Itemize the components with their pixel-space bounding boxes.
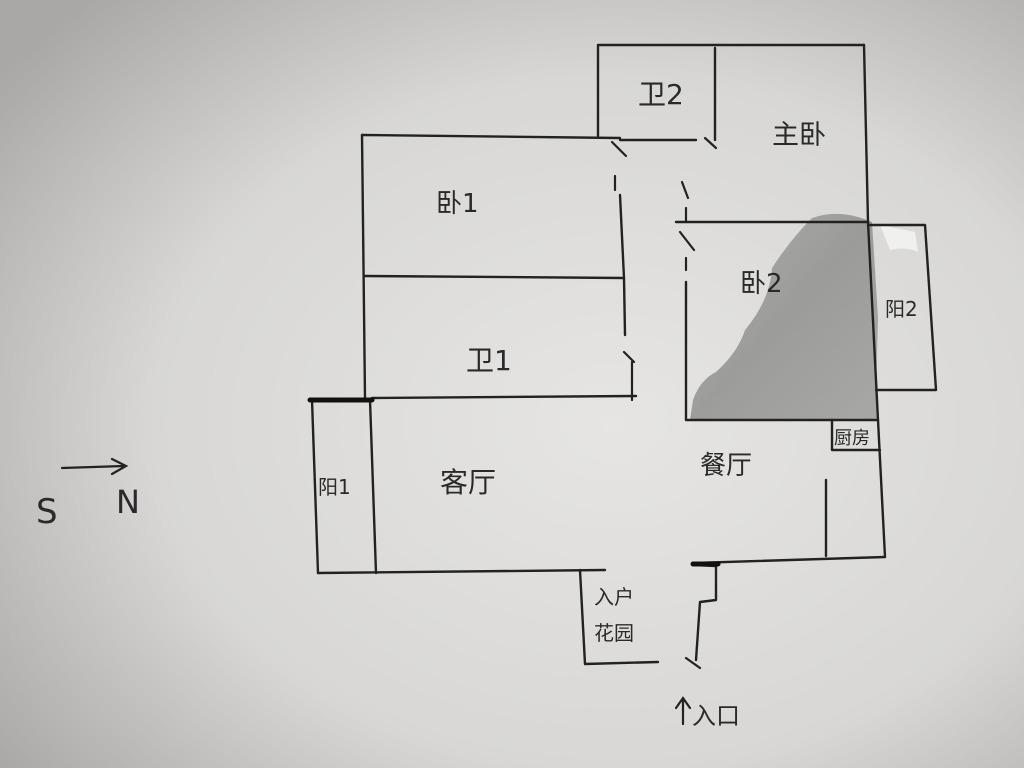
compass: S N [36, 457, 140, 532]
door-bathroom-1 [622, 350, 636, 402]
wall-entry-garden [578, 568, 660, 666]
wall-left-outer [360, 133, 367, 400]
door-master [680, 180, 690, 224]
compass-south: S [36, 492, 58, 532]
entrance-label: 入口 [692, 702, 740, 730]
label-bathroom-1: 卫1 [466, 344, 512, 377]
door-bedroom-2 [678, 230, 696, 272]
label-balcony-1: 阳1 [318, 475, 351, 499]
label-entry-garden-2: 花园 [594, 621, 634, 645]
label-bathroom-2: 卫2 [638, 78, 684, 111]
label-bedroom-2: 卧2 [740, 269, 783, 299]
paper-tear-white [880, 225, 918, 252]
label-bedroom-1: 卧1 [436, 189, 479, 219]
label-dining-room: 餐厅 [700, 451, 752, 481]
wall-bottom-right [693, 555, 887, 565]
door-bathroom-2 [703, 136, 718, 150]
wall-kitchen [830, 418, 887, 559]
door-entrance [684, 656, 702, 670]
north-arrow-icon [60, 457, 129, 476]
label-balcony-2: 阳2 [885, 297, 918, 321]
label-master-bedroom: 主卧 [772, 120, 826, 151]
compass-north: N [116, 483, 140, 521]
door-bedroom-1 [610, 140, 628, 192]
label-living-room: 客厅 [440, 466, 496, 499]
wall-bedroom-1-right [618, 193, 627, 337]
wall-bathroom-1-bottom [370, 394, 638, 400]
label-entry-garden-1: 入户 [594, 585, 634, 609]
wall-balcony-2 [866, 223, 938, 392]
paper-stain [690, 213, 878, 420]
walls [310, 43, 938, 666]
wall-bedroom-1-top [360, 133, 698, 142]
up-arrow-icon [674, 696, 692, 726]
wall-bedroom-1-bottom [363, 274, 626, 280]
doors [610, 136, 718, 670]
wall-bottom-left [316, 568, 607, 575]
wall-bedroom-2-right [866, 220, 880, 422]
wall-thick-marks [307, 397, 721, 567]
label-kitchen: 厨房 [834, 428, 870, 449]
wall-master-right [862, 43, 870, 224]
wall-bathroom-2 [596, 43, 866, 142]
entrance-marker: 入口 [674, 696, 740, 730]
